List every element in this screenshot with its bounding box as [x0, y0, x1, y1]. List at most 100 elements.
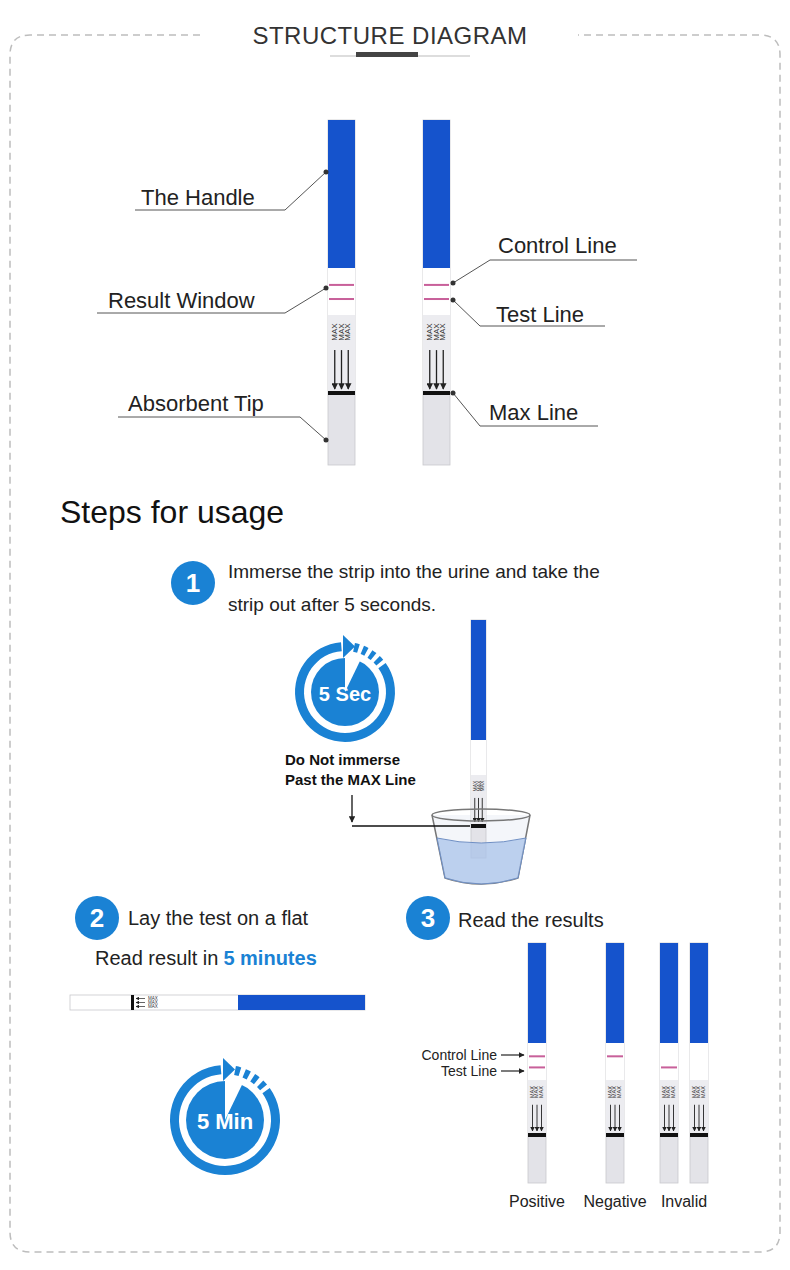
result-window: [423, 268, 450, 315]
timer-dash: [250, 1074, 259, 1084]
timer-dash: [353, 643, 360, 653]
test-line: [661, 1066, 677, 1068]
step-number: 1: [171, 561, 215, 605]
node-text: 2: [90, 903, 104, 934]
result-window: [690, 1043, 708, 1080]
max-arrow: [341, 350, 342, 389]
node-text: 1: [186, 568, 200, 599]
max-arrow: [619, 1105, 620, 1131]
timer-label: 5 Sec: [311, 660, 379, 728]
max-mark: MAX: [617, 1086, 623, 1098]
max-line: [471, 824, 486, 828]
strip-outline: [70, 995, 365, 1010]
timer-ring: [295, 642, 395, 742]
max-line: [328, 391, 355, 395]
strip-handle: [690, 943, 708, 1043]
part-label: The Handle: [141, 185, 255, 211]
strip-outline: [471, 620, 486, 858]
max-arrow: [436, 350, 437, 389]
max-arrow: [532, 1105, 533, 1131]
control-line: [424, 284, 449, 286]
step-text-emphasis: 5 minutes: [223, 946, 316, 970]
strip-handle: [423, 120, 450, 268]
leader-dot: [451, 298, 456, 303]
control-line: [329, 284, 354, 286]
timer-dash: [234, 1066, 241, 1076]
max-arrow: [610, 1105, 611, 1131]
result-label: Positive: [509, 1194, 565, 1210]
result-label: Negative: [583, 1194, 646, 1210]
timer-dash: [242, 1069, 250, 1079]
strip-outline: [328, 120, 355, 465]
strip-outline: [606, 943, 624, 1183]
max-zone: [606, 1080, 624, 1135]
max-zone: [660, 1080, 678, 1135]
line-label: Control Line: [422, 1047, 498, 1064]
node-text: 5 Min: [197, 1109, 253, 1135]
max-arrow: [615, 1105, 616, 1131]
leader-dot: [451, 281, 456, 286]
max-zone: [528, 1080, 546, 1135]
step-text: Read result in: [95, 946, 218, 970]
part-label: Max Line: [489, 400, 578, 426]
max-arrow: [478, 798, 479, 822]
max-mark: MAX: [539, 1086, 545, 1098]
part-label: Result Window: [108, 288, 255, 314]
warning-note: Do Not immerse Past the MAX Line: [285, 750, 427, 789]
step-text: Immerse the strip into the urine and tak…: [228, 555, 608, 622]
part-label: Test Line: [496, 302, 584, 328]
max-line: [423, 391, 450, 395]
part-label: Absorbent Tip: [128, 391, 264, 417]
timer-ring: [170, 1065, 280, 1175]
strip-outline: [423, 120, 450, 465]
max-arrow: [669, 1105, 670, 1131]
max-mark: MAX: [148, 1004, 158, 1009]
test-line: [329, 298, 354, 300]
node-text: 3: [421, 903, 435, 934]
max-arrow: [429, 350, 430, 389]
timer-dash: [367, 650, 376, 660]
step-number: 2: [75, 896, 119, 940]
timer-icon: [295, 635, 395, 742]
max-zone: [423, 315, 450, 393]
strip-handle: [660, 943, 678, 1043]
step-text: Read the results: [458, 908, 604, 932]
control-line: [529, 1055, 545, 1057]
step-number: 3: [406, 896, 450, 940]
max-arrow: [443, 350, 444, 389]
node-text: 5 Sec: [319, 683, 371, 706]
max-zone: [471, 775, 486, 826]
leader-line: [453, 393, 598, 426]
test-line: [529, 1066, 545, 1068]
result-window: [660, 1043, 678, 1080]
max-mark: MAX: [344, 323, 352, 340]
section-heading: Steps for usage: [60, 493, 284, 531]
strip-outline: [690, 943, 708, 1183]
strip-outline: [528, 943, 546, 1183]
timer-arrowhead: [223, 1058, 235, 1081]
strip-handle: [238, 995, 365, 1010]
leader-dot: [451, 391, 456, 396]
max-line: [660, 1133, 678, 1137]
timer-dash: [257, 1081, 267, 1091]
leader-dot: [324, 438, 329, 443]
max-line: [606, 1133, 624, 1137]
strip-handle: [528, 943, 546, 1043]
strip-handle: [471, 620, 486, 740]
max-arrow: [664, 1105, 665, 1131]
timer-dash: [361, 646, 369, 656]
max-mark: MAX: [671, 1086, 677, 1098]
pointer-arrow: [501, 1054, 524, 1055]
max-arrow: [541, 1105, 542, 1131]
strip-outline: [660, 943, 678, 1183]
urine: [437, 838, 526, 884]
timer-face: [311, 658, 379, 726]
max-mark: MAX: [701, 1086, 707, 1098]
timer-arrowhead: [343, 635, 355, 658]
max-arrow: [482, 798, 483, 822]
max-arrow: [334, 350, 335, 389]
step-text: Lay the test on a flat: [128, 906, 308, 930]
max-line: [690, 1133, 708, 1137]
timer-dash: [374, 656, 384, 665]
